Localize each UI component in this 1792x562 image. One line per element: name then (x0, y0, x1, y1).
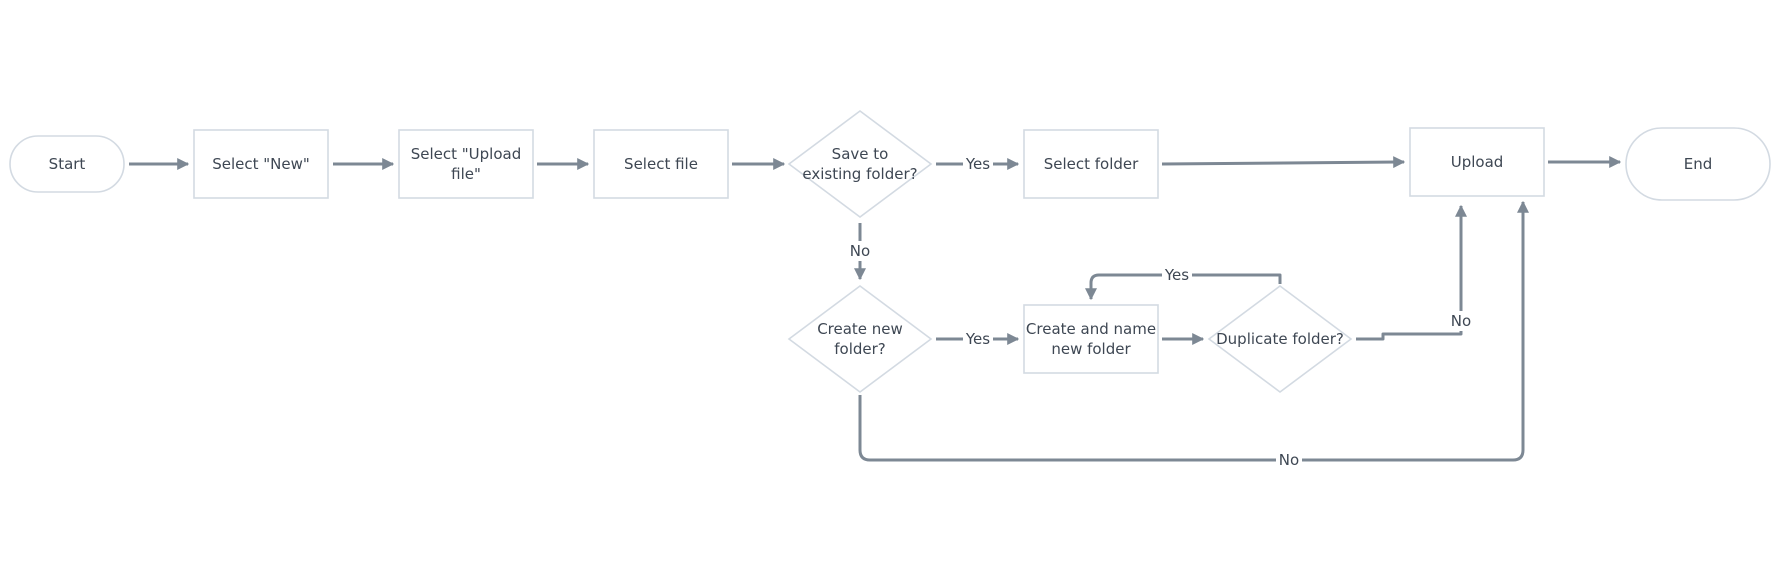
node-upload: Upload (1409, 127, 1545, 197)
edge-label-create-yes: Yes (963, 329, 993, 349)
edge-label-create-no-text: No (1279, 451, 1299, 469)
node-select-file-label: Select file (624, 155, 698, 173)
node-select-new-label: Select "New" (212, 155, 310, 173)
node-duplicate-folder-label: Duplicate folder? (1216, 330, 1344, 348)
node-upload-label: Upload (1451, 153, 1504, 171)
node-create-new-folder-decision: Create new folder? (787, 285, 933, 393)
node-select-folder-label: Select folder (1044, 155, 1139, 173)
node-end: End (1625, 127, 1771, 201)
node-save-to-existing-decision: Save to existing folder? (787, 110, 933, 218)
node-select-new: Select "New" (193, 129, 329, 199)
edge-label-create-no: No (1276, 450, 1302, 470)
edge-label-save-yes: Yes (963, 154, 993, 174)
node-start: Start (9, 135, 125, 193)
node-save-to-existing-line-1: Save to (832, 145, 889, 163)
edge-label-duplicate-yes-text: Yes (1164, 266, 1189, 284)
edge-select-folder-to-upload (1161, 156, 1406, 169)
edge-label-create-yes-text: Yes (965, 330, 990, 348)
node-duplicate-folder-decision: Duplicate folder? (1207, 285, 1353, 393)
edge-create-no-to-upload (858, 200, 1529, 462)
node-select-upload-file-line-1: Select "Upload (411, 145, 522, 163)
node-end-label: End (1684, 155, 1713, 173)
node-select-upload-file: Select "Upload file" (398, 129, 534, 199)
node-select-file: Select file (593, 129, 729, 199)
node-create-new-folder-line-1: Create new (817, 320, 903, 338)
edge-duplicate-no-to-upload (1356, 204, 1467, 341)
edge-label-duplicate-no: No (1449, 311, 1473, 331)
node-create-and-name-line-2: new folder (1051, 340, 1131, 358)
edge-label-duplicate-no-text: No (1451, 312, 1471, 330)
node-create-new-folder-line-2: folder? (834, 340, 886, 358)
node-select-folder: Select folder (1023, 129, 1159, 199)
edge-label-save-yes-text: Yes (965, 155, 990, 173)
node-create-and-name-line-1: Create and name (1026, 320, 1156, 338)
node-start-label: Start (49, 155, 86, 173)
edge-label-duplicate-yes: Yes (1162, 265, 1192, 285)
node-create-and-name-folder: Create and name new folder (1023, 304, 1159, 374)
edge-duplicate-yes-loop (1085, 273, 1282, 301)
edge-label-save-no-text: No (850, 242, 870, 260)
edge-label-save-no: No (848, 241, 872, 261)
edge-labels: Yes No Yes Yes No No (848, 154, 1473, 470)
node-select-upload-file-line-2: file" (451, 165, 481, 183)
node-save-to-existing-line-2: existing folder? (802, 165, 917, 183)
